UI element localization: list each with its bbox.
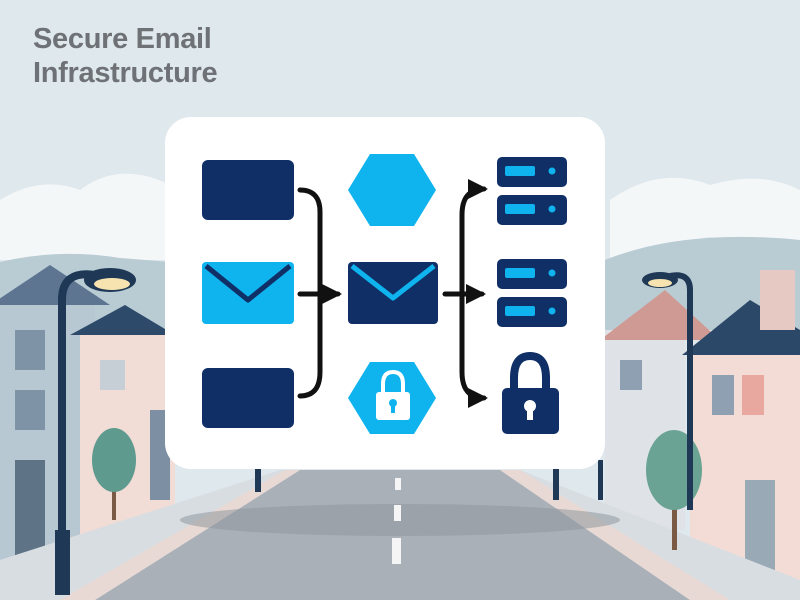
- road-markings: [392, 478, 401, 564]
- cloud-left: [0, 173, 170, 260]
- merge-arrows: [297, 187, 342, 399]
- title-line-2: Infrastructure: [33, 57, 218, 89]
- street-lamp-left: [55, 268, 136, 595]
- server-stack-icon: [497, 259, 567, 327]
- navy-box-icon: [202, 160, 294, 220]
- padlock-icon: [502, 351, 559, 434]
- street-lamp-right: [642, 272, 693, 510]
- tree-left: [92, 428, 136, 520]
- server-stack-icon: [497, 157, 567, 225]
- envelope-icon: [348, 262, 438, 324]
- hexagon-icon: [348, 154, 436, 226]
- lock-hexagon-icon: [348, 362, 436, 434]
- navy-box-icon: [202, 368, 294, 428]
- envelope-icon: [202, 262, 294, 324]
- split-arrows: [442, 179, 488, 408]
- title-line-1: Secure Email: [33, 23, 212, 55]
- page-title: Secure Email Infrastructure: [33, 22, 218, 90]
